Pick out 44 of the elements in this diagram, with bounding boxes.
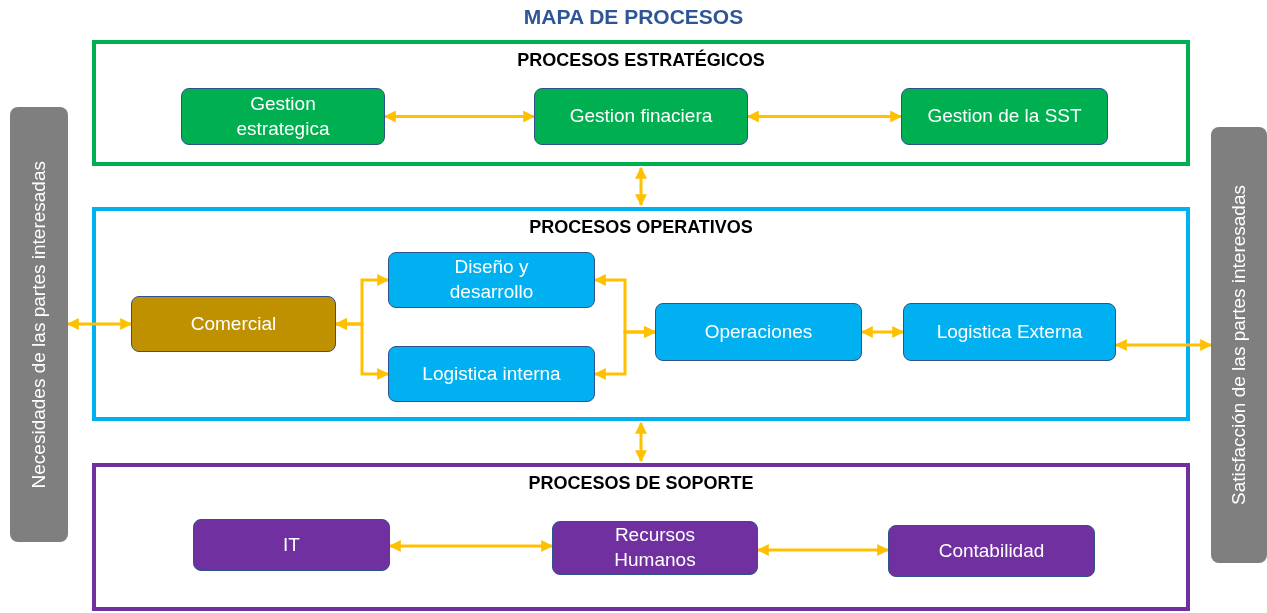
connector-arrow [746, 110, 903, 123]
group-heading: PROCESOS DE SOPORTE [528, 473, 754, 494]
group-panel [92, 207, 1190, 421]
box-label: Gestion de la SST [927, 104, 1082, 129]
process-box [534, 88, 748, 145]
connector-arrow [66, 318, 133, 330]
connector-arrow [635, 421, 647, 463]
connector-arrow [860, 326, 905, 338]
process-box [552, 521, 758, 575]
group-panel [92, 463, 1190, 611]
diagram-title: MAPA DE PROCESOS [522, 5, 745, 29]
side-bar [10, 107, 68, 542]
group-heading: PROCESOS OPERATIVOS [529, 217, 753, 238]
box-label: Contabilidad [938, 538, 1045, 563]
box-label: Diseño y desarrollo [448, 255, 535, 304]
connector-arrow [334, 318, 390, 380]
box-label: Logistica Externa [936, 319, 1083, 344]
process-box [193, 519, 390, 571]
process-box [388, 252, 595, 308]
connector-arrow [756, 544, 890, 556]
connector-arrow [383, 110, 536, 123]
process-box [131, 296, 336, 352]
group-panel [92, 40, 1190, 166]
box-label: Recursos Humanos [613, 523, 697, 572]
box-label: Logistica interna [422, 361, 561, 386]
box-label: IT [283, 532, 300, 557]
process-box [181, 88, 385, 145]
side-bar [1211, 127, 1267, 563]
group-heading: PROCESOS ESTRATÉGICOS [517, 50, 765, 71]
box-label: Operaciones [704, 319, 813, 344]
connector-arrow [388, 540, 554, 552]
connector-arrow [1114, 339, 1213, 351]
side-label: Necesidades de las partes interesadas [28, 160, 50, 489]
side-label: Satisfacción de las partes interesadas [1228, 185, 1250, 505]
box-label: Gestion finaciera [569, 104, 713, 129]
box-label: Comercial [190, 311, 277, 336]
connector-arrow [593, 326, 657, 380]
process-box [901, 88, 1108, 145]
box-label: Gestion estrategica [235, 91, 331, 141]
process-box [903, 303, 1116, 361]
process-box [655, 303, 862, 361]
process-box [888, 525, 1095, 577]
connector-arrow [635, 166, 647, 207]
process-box [388, 346, 595, 402]
